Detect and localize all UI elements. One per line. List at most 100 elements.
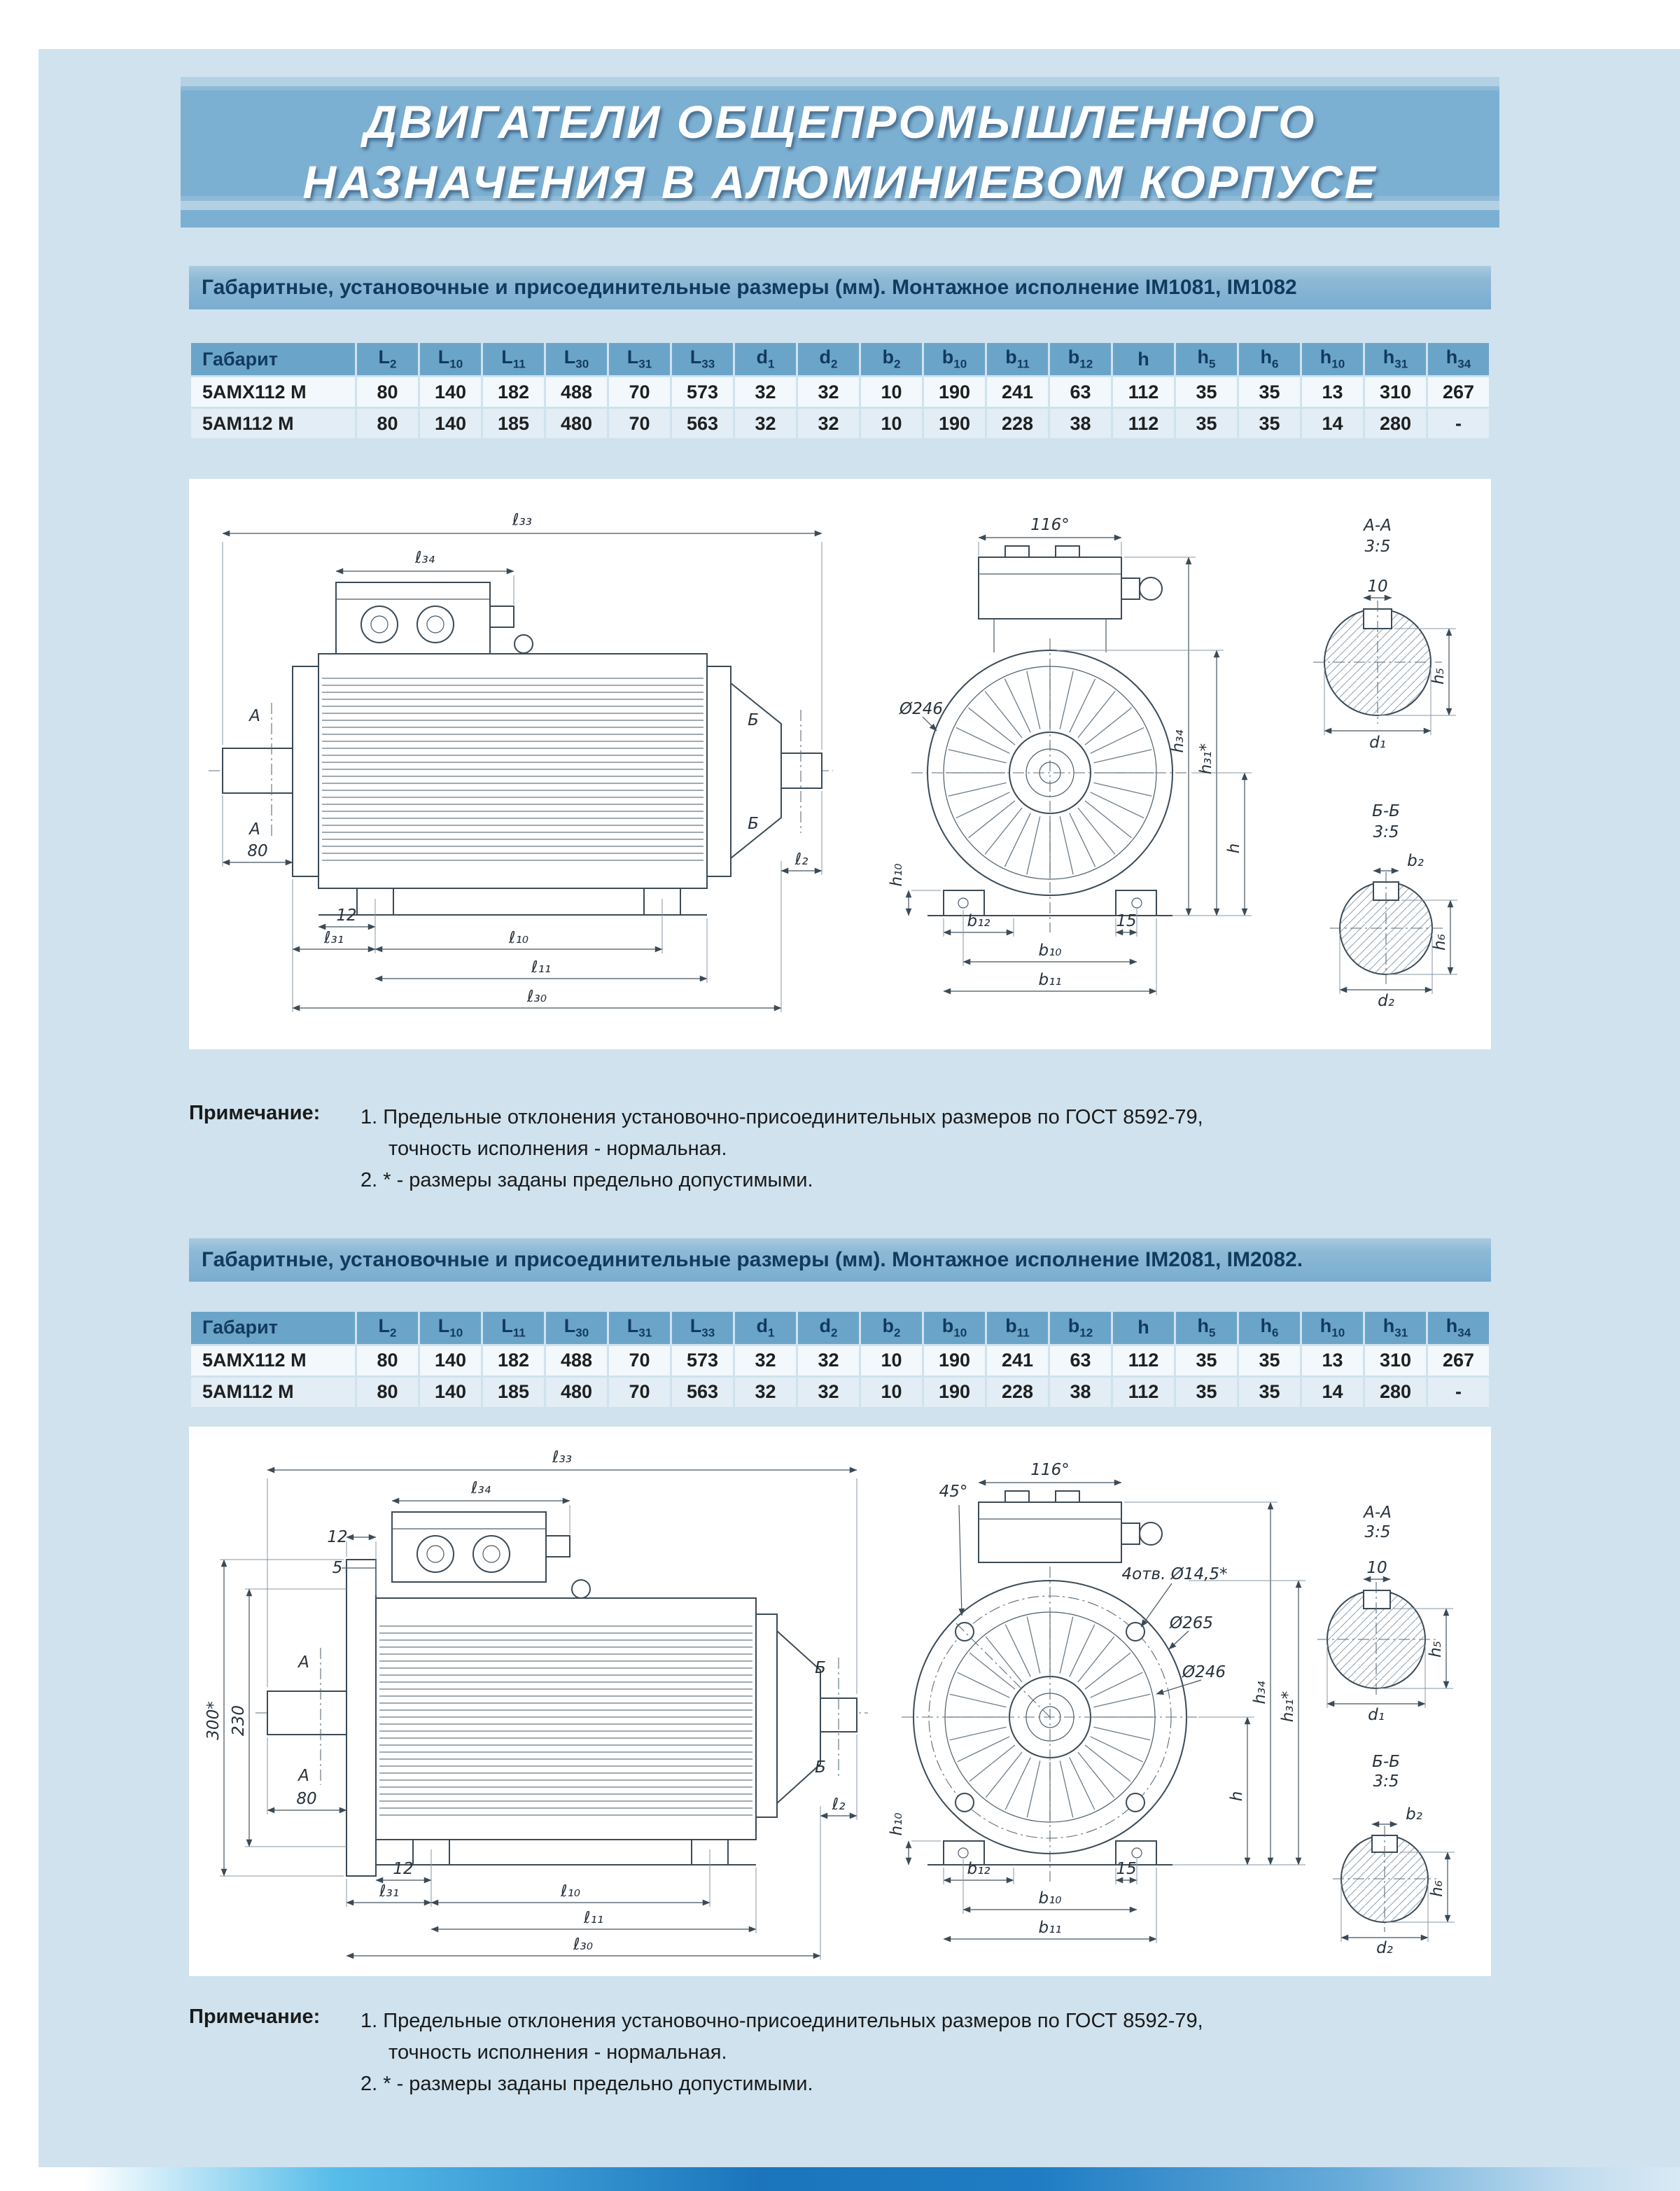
drawing-label: ℓ₁₀ [560,1882,580,1900]
drawing-label: b₁₂ [967,912,990,930]
drawing-label: b₂ [1406,1805,1422,1823]
drawing-label: 116° [1030,516,1069,534]
note-line: 1. Предельные отклонения установочно-при… [360,2009,1203,2032]
dimension-value: 480 [546,409,607,438]
drawing-label: h [1225,844,1243,854]
drawing-label: h₃₄ [1251,1681,1269,1704]
column-header: h34 [1428,1311,1489,1344]
drawing-label: А [248,820,260,839]
note-block-2: Примечание: 1. Предельные отклонения уст… [189,2005,1491,2100]
dimension-value: 80 [357,1345,418,1376]
drawing-label: 45° [939,1483,968,1501]
column-header: L10 [420,343,481,375]
drawing-label: 3:5 [1373,823,1399,841]
drawing-label: ℓ₃₄ [414,549,435,567]
dimension-value: 267 [1428,1345,1489,1376]
drawing-label: А-А [1362,517,1392,535]
dimension-value: 38 [1050,409,1111,438]
column-header: L33 [672,1311,733,1344]
dimension-value: 10 [861,1345,922,1376]
side-view-dimensions [222,530,822,1012]
note-line: точность исполнения - нормальная. [388,2040,727,2064]
drawing-label: Б [748,815,759,833]
drawing-label: 10 [1367,578,1387,596]
drawing-label: h₅ [1427,1641,1445,1658]
column-header: b10 [924,1311,985,1344]
dimension-value: 112 [1113,1377,1174,1407]
dimension-value: 241 [987,1345,1048,1376]
section-view-bb [1333,1821,1455,1942]
note-label: Примечание: [189,1102,321,1124]
column-header: d2 [798,1311,859,1344]
column-header: h6 [1239,1311,1300,1344]
row-model-name: 5АМ112 М [191,409,355,438]
dimension-value: 38 [1050,1377,1111,1407]
dimension-value: 70 [609,1377,670,1407]
drawing-label: 15 [1116,912,1136,930]
drawing-label: 3:5 [1364,1523,1390,1541]
dimension-value: - [1428,1377,1489,1407]
dimension-value: 280 [1365,1377,1426,1407]
dimension-value: 10 [861,1377,922,1407]
cooling-fins [947,1614,1153,1820]
section-view-aa [1317,1576,1453,1708]
front-view-dimensions [905,534,1252,995]
dimension-value: 190 [924,1377,985,1407]
drawing-label: b₂ [1407,852,1424,870]
column-header: h31 [1365,1311,1426,1344]
dimension-value: 140 [420,409,481,438]
note-block-1: Примечание: 1. Предельные отклонения уст… [189,1102,1491,1196]
dimension-value: 280 [1365,409,1426,438]
column-header: d1 [735,343,796,375]
dimension-value: 63 [1050,377,1111,407]
dimension-value: 480 [546,1377,607,1407]
dimension-value: 80 [357,377,418,407]
column-header: h34 [1428,343,1489,375]
drawing-label: b₁₁ [1038,1919,1061,1937]
column-header: Габарит [191,1311,355,1344]
drawing-label: 15 [1116,1860,1136,1878]
dimension-value: 32 [798,377,859,407]
column-header: d1 [735,1311,796,1344]
drawing-label: 80 [296,1790,316,1808]
drawing-label: b₁₁ [1038,971,1061,989]
dimension-value: 35 [1176,409,1237,438]
dimension-value: - [1428,409,1489,438]
note-line: 2. * - размеры заданы предельно допустим… [360,2072,813,2095]
drawing-label: ℓ₁₁ [583,1909,603,1927]
drawing-label: d₁ [1368,1706,1385,1724]
dimension-value: 13 [1302,377,1363,407]
drawing-label: ℓ₁₀ [508,929,528,947]
drawing-label: ℓ₃₀ [573,1935,593,1954]
page-banner: ДВИГАТЕЛИ ОБЩЕПРОМЫШЛЕННОГО НАЗНАЧЕНИЯ В… [181,77,1499,227]
drawing-label: 80 [247,842,267,860]
column-header: h5 [1176,1311,1237,1344]
dimension-value: 32 [735,409,796,438]
drawing-label: Ø265 [1169,1614,1213,1632]
dimension-value: 190 [924,377,985,407]
column-header: h [1113,1311,1174,1344]
row-model-name: 5АМХ112 М [191,377,355,407]
column-header: L30 [546,1311,607,1344]
note-lines: 1. Предельные отклонения установочно-при… [360,2005,1203,2100]
dimension-value: 35 [1239,1377,1300,1407]
drawing-label: 12 [336,906,356,925]
column-header: L31 [609,343,670,375]
column-header: L33 [672,343,733,375]
note-label: Примечание: [189,2005,321,2028]
drawing-label: 12 [393,1860,413,1878]
dimension-value: 267 [1428,377,1489,407]
column-header: b2 [861,1311,922,1344]
drawing-label: h₁₀ [888,1812,906,1835]
dimension-value: 13 [1302,1345,1363,1376]
dimension-value: 573 [672,377,733,407]
column-header: h [1113,343,1174,375]
dimension-value: 32 [735,1345,796,1376]
drawing-label: 3:5 [1364,538,1390,556]
